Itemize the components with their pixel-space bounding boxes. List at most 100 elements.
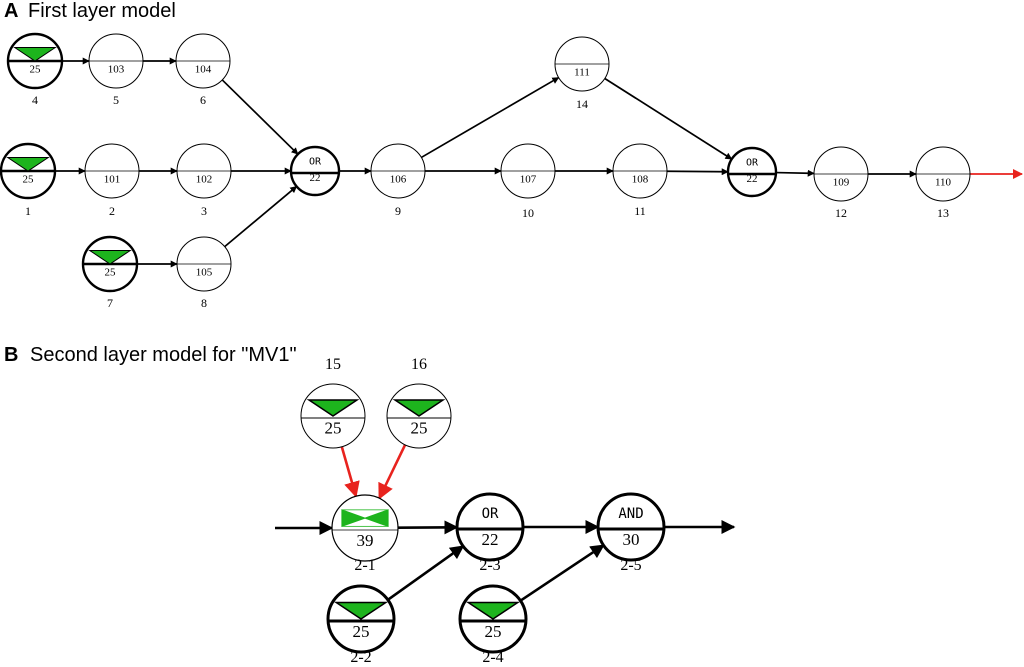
node-circle bbox=[331, 494, 399, 562]
node-value: 22 bbox=[310, 172, 321, 184]
node-a14: 111 14 bbox=[554, 36, 610, 111]
node-b23: OR 22 2-3 bbox=[455, 492, 525, 574]
node-a11: 108 11 bbox=[612, 143, 668, 218]
node-id-label: 13 bbox=[937, 206, 949, 220]
edge-a14-to-aor2 bbox=[604, 77, 733, 160]
panel-a-letter: A bbox=[4, 0, 18, 22]
node-value: 25 bbox=[485, 622, 502, 641]
node-a5: 103 5 bbox=[88, 33, 144, 107]
node-a12: 109 12 bbox=[813, 146, 869, 220]
node-value: 111 bbox=[574, 66, 590, 78]
source-triangle-icon bbox=[392, 399, 446, 417]
node-value: 22 bbox=[482, 530, 499, 549]
node-a1: 251 bbox=[0, 142, 57, 218]
node-a2: 101 2 bbox=[84, 143, 140, 218]
node-value: 22 bbox=[747, 173, 758, 185]
node-id-label: 2-5 bbox=[620, 557, 641, 574]
node-id-label: 14 bbox=[576, 97, 588, 111]
node-a6: 104 6 bbox=[175, 33, 231, 107]
panel-b-letter: B bbox=[4, 344, 18, 366]
node-id-label: 2 bbox=[109, 204, 115, 218]
edge-aor2-to-a12 bbox=[775, 169, 815, 177]
source-triangle-icon bbox=[465, 601, 521, 620]
source-triangle-icon bbox=[88, 250, 132, 265]
node-id-label: 6 bbox=[200, 93, 206, 107]
node-value: 107 bbox=[520, 173, 537, 185]
node-value: 30 bbox=[623, 530, 640, 549]
node-circle bbox=[455, 492, 525, 562]
node-circle bbox=[289, 145, 341, 197]
node-id-label: 12 bbox=[835, 206, 847, 220]
node-circle bbox=[726, 146, 778, 198]
edge-b16-to-b21 bbox=[378, 444, 407, 500]
node-a3: 102 3 bbox=[176, 143, 232, 218]
node-value: 105 bbox=[196, 266, 213, 278]
node-id-label: 2-4 bbox=[482, 649, 503, 666]
gate-type-label: OR bbox=[482, 506, 499, 522]
node-id-label: 8 bbox=[201, 296, 207, 310]
node-value: 109 bbox=[833, 176, 850, 188]
node-id-label: 5 bbox=[113, 93, 119, 107]
node-value: 108 bbox=[632, 173, 649, 185]
panel-b-title: Second layer model for "MV1" bbox=[30, 344, 297, 366]
node-value: 103 bbox=[108, 63, 125, 75]
node-b22: 252-2 bbox=[326, 584, 396, 666]
node-value: 106 bbox=[390, 173, 407, 185]
edge-b24-to-b25 bbox=[519, 544, 605, 602]
gate-type-label: OR bbox=[746, 157, 759, 168]
edge-a6-to-aor1 bbox=[221, 79, 299, 155]
gate-type-label: OR bbox=[309, 156, 322, 167]
edge-a8-to-aor1 bbox=[224, 185, 298, 248]
node-value: 25 bbox=[30, 63, 42, 75]
node-id-label: 2-1 bbox=[354, 557, 375, 574]
edges-layer bbox=[55, 57, 1023, 602]
node-b24: 252-4 bbox=[458, 584, 528, 666]
node-id-label: 16 bbox=[411, 356, 427, 373]
source-triangle-icon bbox=[333, 601, 389, 620]
node-aor2: OR 22 bbox=[726, 146, 778, 198]
node-id-label: 3 bbox=[201, 204, 207, 218]
node-id-label: 4 bbox=[32, 93, 38, 107]
node-a8: 105 8 bbox=[176, 236, 232, 310]
panel-a-title: First layer model bbox=[28, 0, 176, 22]
node-b16: 25 16 bbox=[386, 356, 452, 449]
node-value: 102 bbox=[196, 173, 213, 185]
node-circle bbox=[596, 492, 666, 562]
node-b21: 392-1 bbox=[331, 494, 399, 574]
source-triangle-icon bbox=[13, 47, 57, 62]
node-value: 25 bbox=[105, 266, 117, 278]
node-value: 104 bbox=[195, 63, 212, 75]
node-id-label: 10 bbox=[522, 206, 534, 220]
node-a4: 25 4 bbox=[6, 32, 64, 107]
node-value: 25 bbox=[411, 419, 428, 438]
node-b25: AND 30 2-5 bbox=[596, 492, 666, 574]
node-id-label: 15 bbox=[325, 356, 341, 373]
node-a13: 110 13 bbox=[915, 146, 971, 220]
node-id-label: 11 bbox=[634, 204, 646, 218]
node-value: 25 bbox=[353, 622, 370, 641]
edge-a9-to-a14 bbox=[420, 76, 560, 159]
node-value: 110 bbox=[935, 176, 952, 188]
node-value: 25 bbox=[325, 419, 342, 438]
node-id-label: 9 bbox=[395, 204, 401, 218]
source-triangle-icon bbox=[6, 157, 50, 172]
gate-type-label: AND bbox=[618, 506, 643, 522]
node-aor1: OR 22 bbox=[289, 145, 341, 197]
valve-frame bbox=[341, 509, 389, 527]
node-id-label: 7 bbox=[107, 296, 113, 310]
node-b15: 25 15 bbox=[300, 356, 366, 449]
edge-b22-to-b23 bbox=[387, 545, 465, 601]
source-triangle-icon bbox=[306, 399, 360, 417]
node-id-label: 2-3 bbox=[479, 557, 500, 574]
node-value: 101 bbox=[104, 173, 121, 185]
node-id-label: 2-2 bbox=[350, 649, 371, 666]
node-a7: 25 7 bbox=[81, 235, 139, 310]
edge-b15-to-b21 bbox=[340, 446, 360, 498]
node-a10: 107 10 bbox=[500, 143, 556, 220]
node-a9: 106 9 bbox=[370, 143, 426, 218]
node-value: 39 bbox=[357, 531, 374, 550]
node-value: 25 bbox=[23, 173, 35, 185]
edge-a11-to-aor2 bbox=[666, 168, 729, 176]
